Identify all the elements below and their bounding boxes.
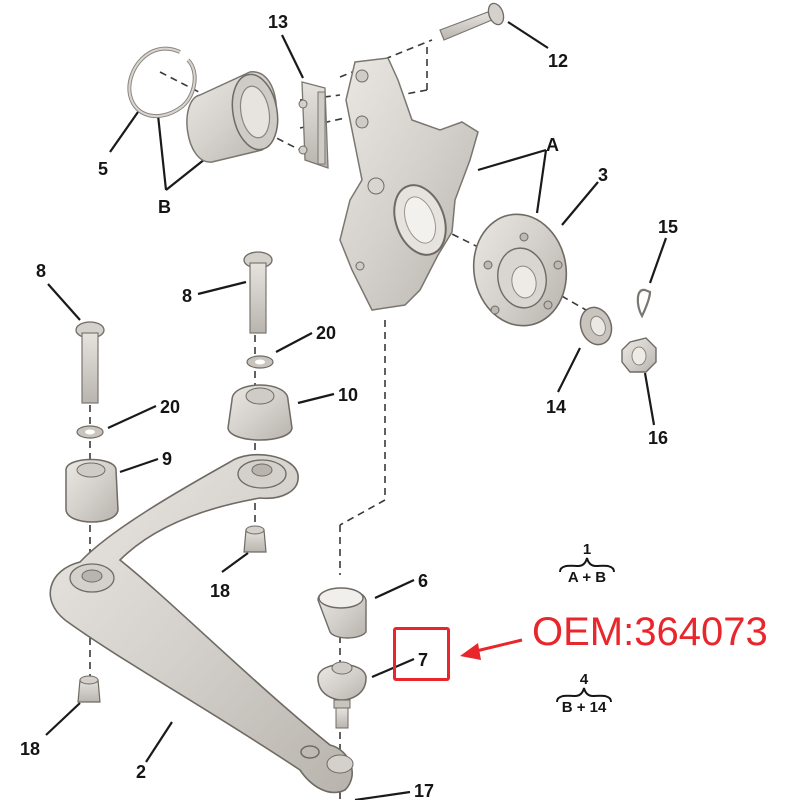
callout-20-upper: 20	[316, 323, 337, 343]
kit-4-formula: 4 B + 14	[549, 671, 619, 716]
part-7-ball-joint	[317, 661, 367, 729]
callout-18-mid: 18	[210, 581, 231, 601]
kit-1-formula: 1 A + B	[552, 541, 622, 586]
callout-a: A	[546, 135, 559, 155]
part-18-nut-mid	[243, 525, 267, 553]
callout-3: 3	[598, 165, 609, 185]
kit-braces	[556, 557, 615, 703]
part-18-nut-left	[77, 675, 101, 703]
part-8-bolt-left	[75, 321, 105, 404]
kit-1-brace	[552, 558, 622, 568]
callout-b: B	[158, 197, 171, 217]
part-6-clamp-sleeve	[317, 587, 367, 639]
part-2-lower-control-arm	[49, 453, 354, 794]
callout-8-left: 8	[36, 261, 47, 281]
part-steering-knuckle	[339, 57, 479, 311]
highlight-arrow	[460, 638, 523, 660]
kit-4-number: 4	[579, 671, 589, 688]
kit-1-composition: A + B	[567, 569, 607, 586]
callout-16: 16	[648, 428, 669, 448]
part-3-wheel-hub	[472, 213, 568, 327]
kit-4-brace	[549, 688, 619, 698]
callout-18-left: 18	[20, 739, 41, 759]
callout-14: 14	[546, 397, 567, 417]
part-9-bush	[65, 458, 119, 523]
callout-2: 2	[136, 762, 147, 782]
part-14-hub-nut	[579, 306, 613, 346]
callout-12: 12	[548, 51, 569, 71]
callout-15: 15	[658, 217, 679, 237]
callout-9: 9	[162, 449, 173, 469]
part-15-split-pin	[636, 288, 652, 319]
part-16-castle-nut	[621, 337, 657, 373]
part-8-bolt-right	[243, 251, 273, 334]
part-12-bolt	[439, 2, 505, 41]
part-10-bush	[227, 384, 293, 441]
callout-13: 13	[268, 12, 289, 32]
callout-10: 10	[338, 385, 359, 405]
part-13-bracket	[298, 81, 329, 169]
part-5-circlip	[127, 46, 197, 118]
part-b-wheel-bearing	[186, 71, 279, 163]
callout-5: 5	[98, 159, 109, 179]
leader-lines	[45, 21, 668, 800]
callout-8-right: 8	[182, 286, 193, 306]
oem-number-label: OEM:364073	[532, 610, 768, 654]
part-7-highlight-box	[393, 627, 450, 681]
callout-7: 7	[418, 650, 429, 670]
part-20-washer-right	[246, 355, 274, 369]
kit-1-number: 1	[582, 541, 592, 558]
callout-20-lower: 20	[160, 397, 181, 417]
kit-4-composition: B + 14	[561, 699, 607, 716]
callout-6: 6	[418, 571, 429, 591]
callout-17: 17	[414, 781, 435, 801]
part-20-washer-left	[76, 425, 104, 439]
